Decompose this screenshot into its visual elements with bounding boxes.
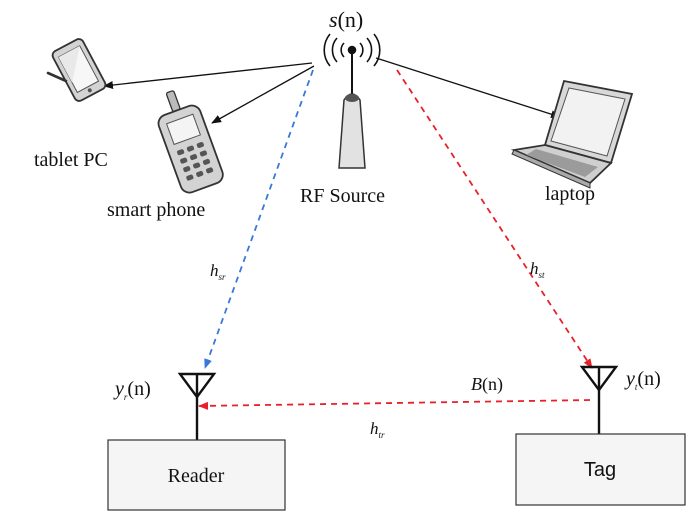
reader-antenna-icon <box>177 372 217 440</box>
smart-phone-icon <box>157 90 224 194</box>
channel-source-to-reader <box>204 69 314 369</box>
channel-source-to-tag <box>396 69 593 369</box>
link-to-tablet <box>103 62 313 89</box>
backscatter-tag-to-reader <box>198 399 591 410</box>
channel-hst-label: hst <box>530 259 545 280</box>
channel-htr-label: htr <box>370 419 385 440</box>
reader-label: Reader <box>168 465 225 487</box>
smart-phone-label: smart phone <box>107 199 205 221</box>
laptop-label: laptop <box>545 183 595 205</box>
rf-source-tower-icon <box>338 54 366 169</box>
stylus-icon <box>46 71 68 83</box>
laptop-icon <box>510 79 634 189</box>
tag-signal-label: yt(n) <box>624 368 661 392</box>
backscatter-signal-label: B(n) <box>471 374 503 395</box>
tablet-pc-label: tablet PC <box>34 149 108 171</box>
tag-antenna-icon <box>579 365 619 434</box>
link-to-phone <box>211 65 315 124</box>
tablet-pc-icon <box>51 38 107 102</box>
channel-hsr-label: hsr <box>210 261 226 282</box>
reader-signal-label: yr(n) <box>113 378 151 402</box>
radio-waves-icon <box>323 33 381 67</box>
tag-box <box>515 433 686 506</box>
rf-source-label: RF Source <box>300 185 385 207</box>
source-signal-label: s(n) <box>329 7 363 32</box>
link-to-laptop <box>375 57 561 119</box>
tag-label: Tag <box>584 459 616 481</box>
reader-box <box>107 439 286 511</box>
